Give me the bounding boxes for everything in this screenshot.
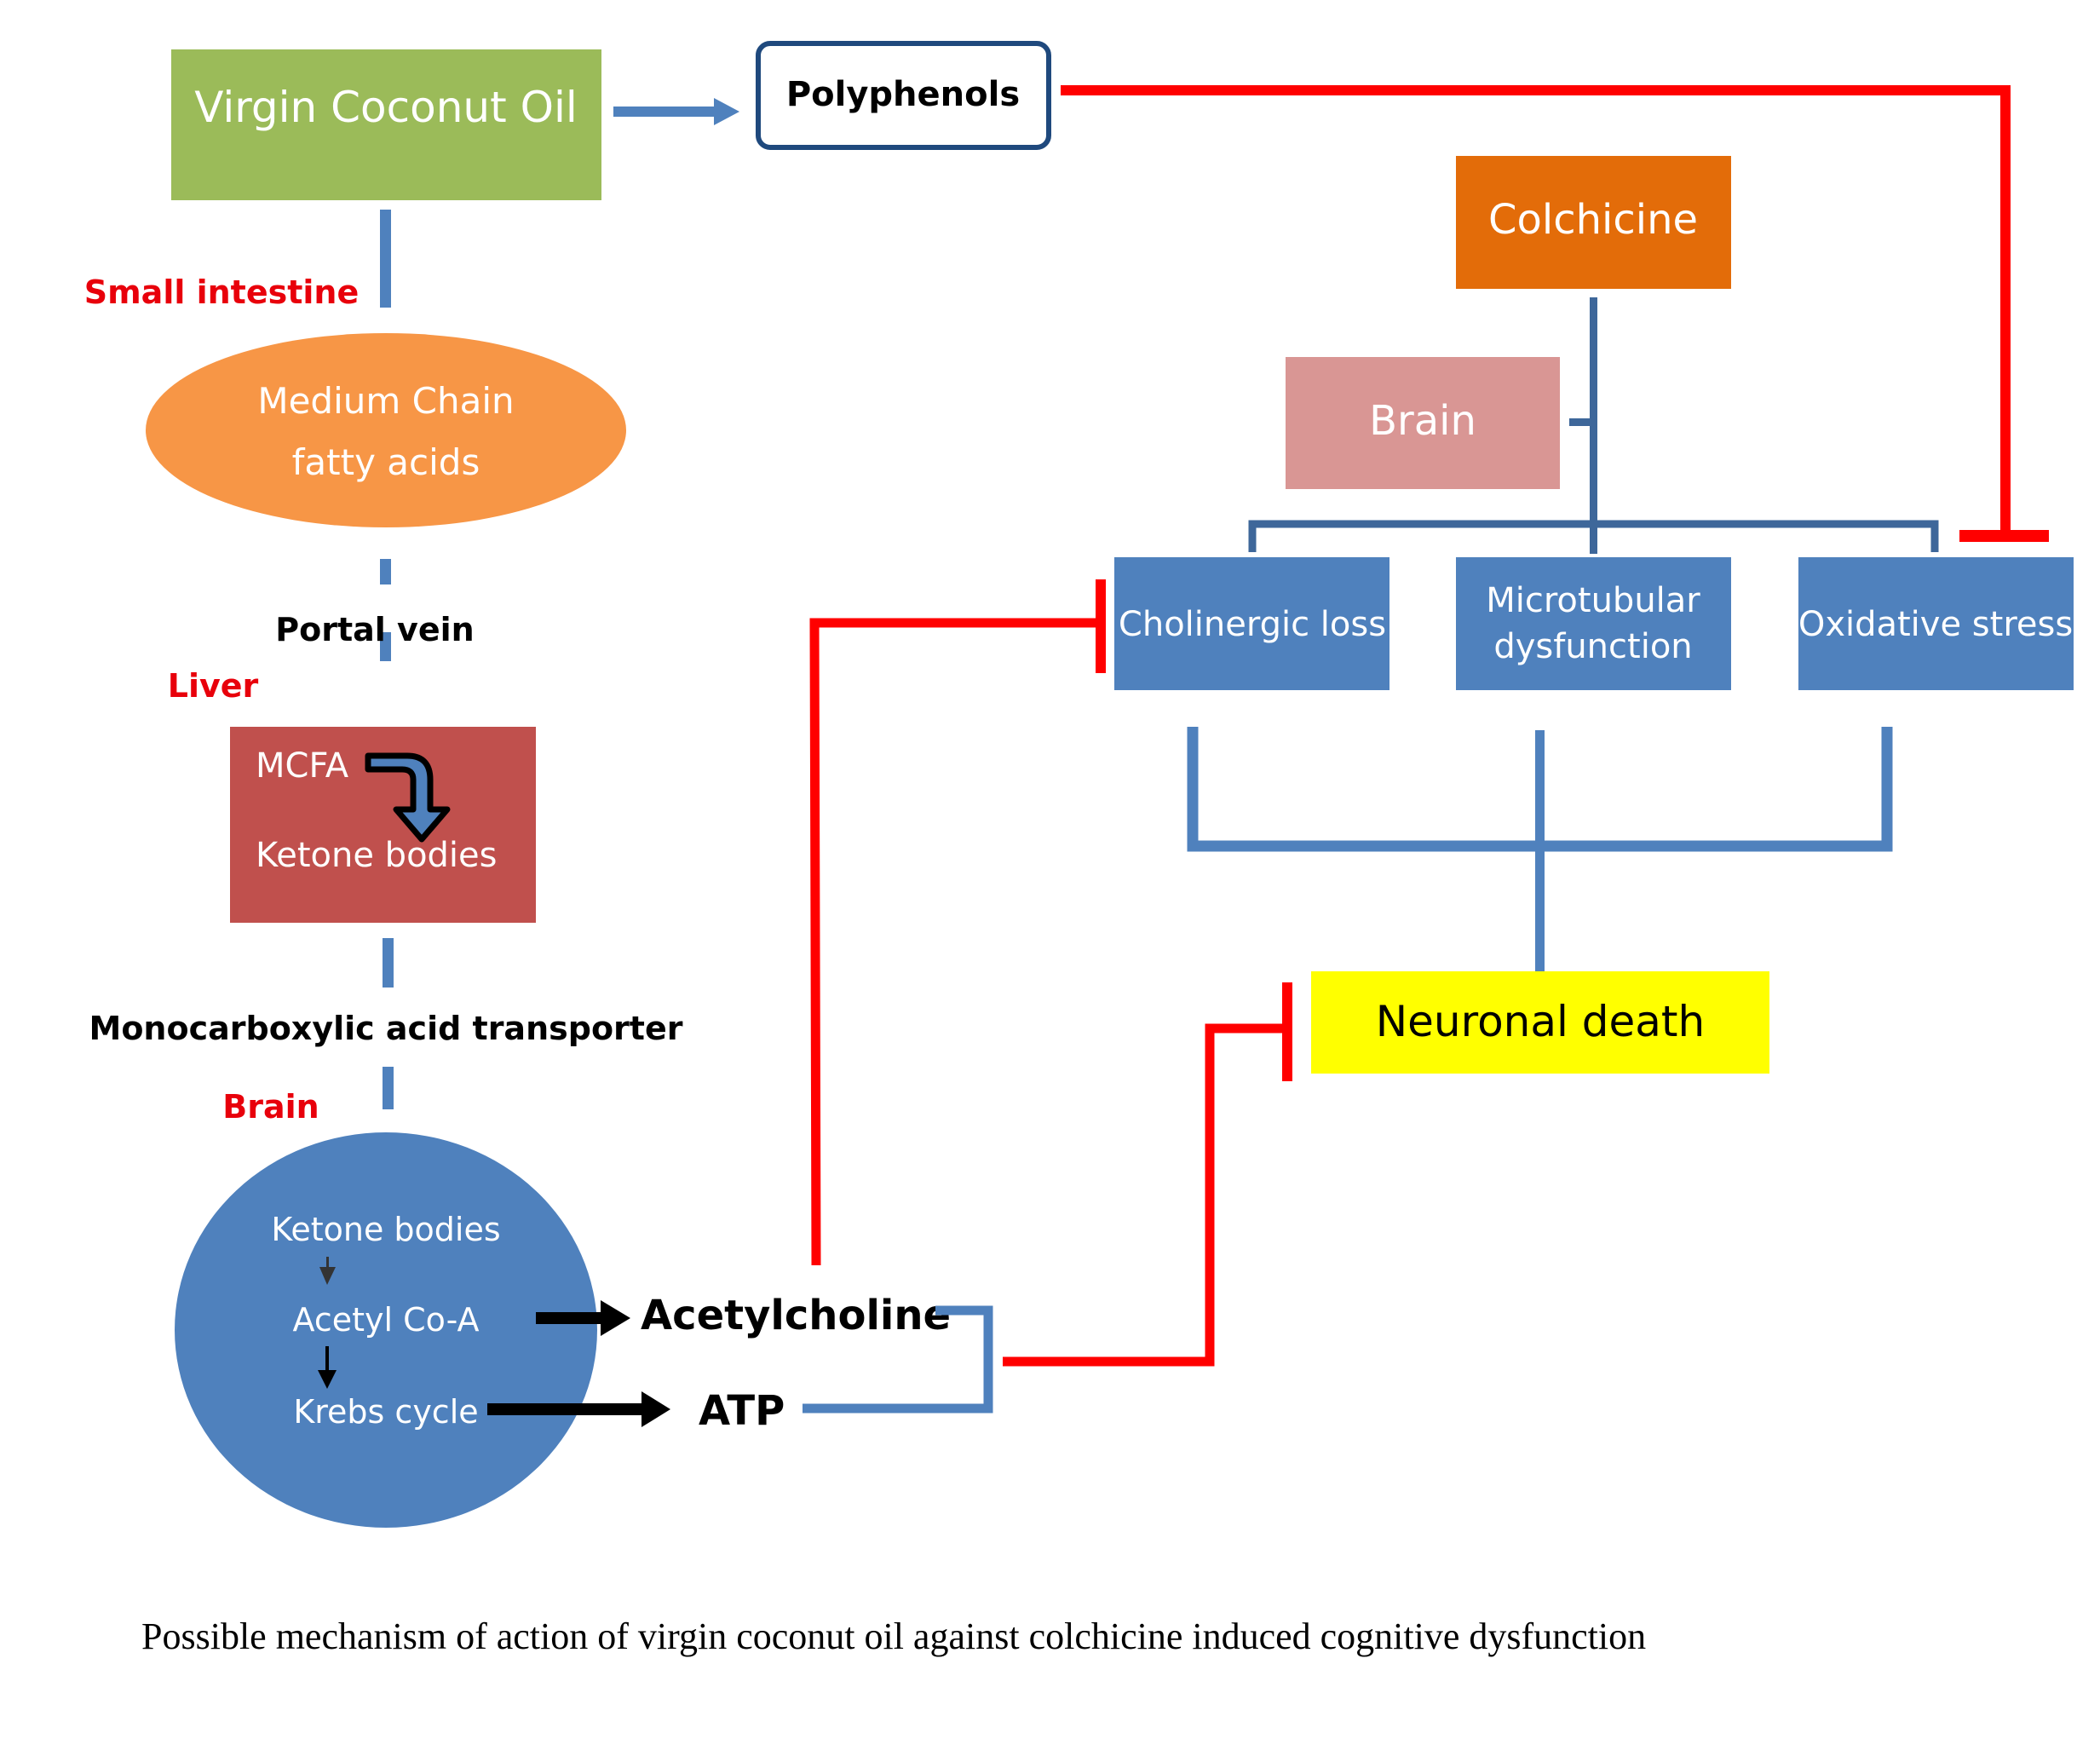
- node-colchicine: Colchicine: [1456, 156, 1731, 289]
- microtubular-label-line1: Microtubular: [1486, 581, 1700, 620]
- inhibit-bracket-neuronal-death: [1003, 982, 1292, 1367]
- node-oxidative-stress: Oxidative stress: [1798, 557, 2074, 690]
- liver-ketone-label: Ketone bodies: [256, 836, 498, 875]
- label-small-intestine: Small intestine: [84, 274, 360, 311]
- figure-caption: Possible mechanism of action of virgin c…: [141, 1615, 1646, 1657]
- microtubular-label-line2: dysfunction: [1493, 627, 1692, 666]
- inhibit-acetylcholine-cholinergic-loss: [809, 579, 1106, 1266]
- oxidative-stress-label: Oxidative stress: [1798, 605, 2073, 644]
- node-brain: Brain: [1286, 357, 1560, 489]
- node-cholinergic-loss: Cholinergic loss: [1114, 557, 1389, 690]
- node-neuronal-death: Neuronal death: [1311, 971, 1769, 1074]
- inhibit-polyphenols-oxidative-stress: [1061, 85, 2049, 542]
- node-polyphenols: Polyphenols: [756, 41, 1051, 150]
- arrow-to-atp: [487, 1391, 670, 1427]
- colchicine-label: Colchicine: [1488, 196, 1698, 244]
- node-brain-metabolism: Ketone bodies Acetyl Co-A Krebs cycle: [175, 1132, 597, 1528]
- convergence-connector: [1187, 727, 1893, 973]
- polyphenols-label: Polyphenols: [786, 75, 1020, 114]
- arrow-vco-to-polyphenols: [613, 98, 739, 125]
- arrow-down-icon: [318, 1346, 337, 1389]
- label-brain: Brain: [222, 1088, 319, 1126]
- colchicine-connector: [1248, 297, 1939, 554]
- brain-box-label: Brain: [1369, 397, 1476, 445]
- liver-mcfa-label: MCFA: [256, 746, 349, 786]
- pathway-connector: [380, 210, 394, 1109]
- mcfa-label-line1: Medium Chain: [257, 380, 514, 422]
- neuronal-death-label: Neuronal death: [1376, 997, 1705, 1046]
- arrow-down-icon: [319, 1257, 336, 1285]
- node-medium-chain-fatty-acids: Medium Chain fatty acids: [146, 333, 626, 527]
- circle-ketone-label: Ketone bodies: [271, 1211, 500, 1248]
- node-virgin-coconut-oil: Virgin Coconut Oil: [171, 49, 601, 200]
- circle-krebs-label: Krebs cycle: [293, 1393, 478, 1431]
- label-monocarboxylic-transporter: Monocarboxylic acid transporter: [89, 1010, 683, 1047]
- node-liver-conversion: MCFA Ketone bodies: [230, 727, 536, 923]
- label-portal-vein: Portal vein: [275, 611, 474, 648]
- atp-label: ATP: [699, 1387, 785, 1435]
- acetylcholine-label: Acetylcholine: [641, 1292, 951, 1339]
- cholinergic-loss-label: Cholinergic loss: [1119, 605, 1386, 644]
- mcfa-label-line2: fatty acids: [292, 441, 480, 483]
- curved-arrow-icon: [365, 752, 451, 843]
- node-microtubular-dysfunction: Microtubular dysfunction: [1456, 557, 1731, 690]
- vco-label: Virgin Coconut Oil: [194, 83, 578, 132]
- arrow-to-acetylcholine: [536, 1300, 630, 1336]
- bracket-acetylcholine-atp: [803, 1305, 993, 1414]
- label-liver: Liver: [168, 667, 259, 705]
- circle-acetyl-coa-label: Acetyl Co-A: [293, 1301, 480, 1339]
